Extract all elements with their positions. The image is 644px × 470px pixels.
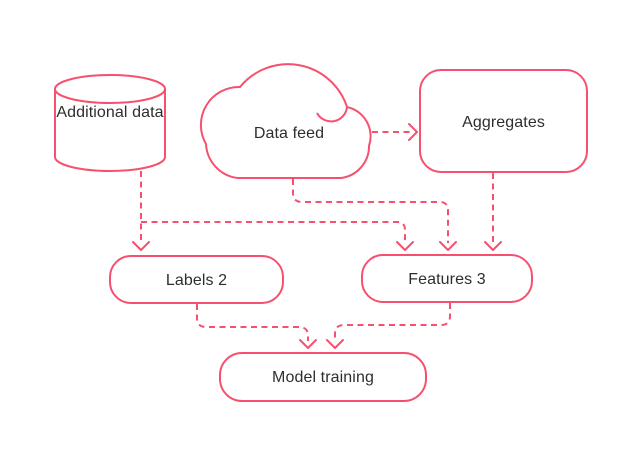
node-label-model-training: Model training (272, 369, 374, 386)
aggregates-box-shape (419, 69, 588, 173)
node-label-features-3: Features 3 (408, 271, 486, 288)
edge-aggregates-to-features-3 (484, 173, 502, 251)
edge-data-feed-to-features-3 (292, 179, 457, 251)
node-label-labels-2: Labels 2 (165, 272, 228, 289)
features-3-box-shape (361, 254, 533, 303)
edge-additional-data-to-features-3 (141, 221, 414, 251)
data-feed-cloud-shape (199, 63, 372, 179)
edge-labels-2-to-model-training (196, 304, 317, 349)
edge-features-3-to-model-training (326, 303, 451, 349)
edge-additional-data-to-labels-2 (132, 171, 150, 251)
node-label-additional-data: Additional data (56, 104, 164, 121)
additional-data-cylinder-shape (54, 74, 166, 172)
node-label-data-feed: Data feed (253, 125, 325, 142)
labels-2-box-shape (109, 255, 284, 304)
node-label-aggregates: Aggregates (462, 114, 545, 131)
model-training-box-shape (219, 352, 427, 402)
edge-data-feed-to-aggregates (372, 123, 418, 141)
